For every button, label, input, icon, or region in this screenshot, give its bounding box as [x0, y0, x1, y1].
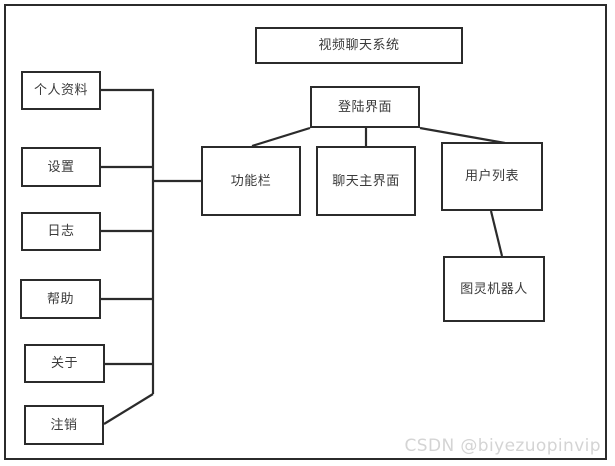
- node-menu-log[interactable]: 日志: [21, 212, 101, 251]
- node-login-label: 登陆界面: [337, 99, 392, 115]
- node-function-bar-label: 功能栏: [230, 173, 272, 189]
- node-menu-about-label: 关于: [50, 356, 78, 371]
- node-menu-logout[interactable]: 注销: [24, 405, 104, 445]
- node-chat-main[interactable]: 聊天主界面: [316, 146, 416, 216]
- node-menu-profile-label: 个人资料: [33, 83, 88, 98]
- node-menu-logout-label: 注销: [50, 417, 78, 433]
- node-menu-about[interactable]: 关于: [24, 344, 105, 383]
- node-login-interface[interactable]: 登陆界面: [310, 86, 420, 128]
- node-title-video-chat-system[interactable]: 视频聊天系统: [255, 27, 463, 64]
- node-menu-help[interactable]: 帮助: [20, 279, 101, 319]
- node-function-bar[interactable]: 功能栏: [201, 146, 301, 216]
- node-menu-settings-label: 设置: [47, 159, 75, 175]
- node-chat-main-label: 聊天主界面: [332, 173, 400, 189]
- node-turing-robot-label: 图灵机器人: [460, 281, 528, 297]
- node-title-label: 视频聊天系统: [318, 38, 400, 53]
- node-user-list[interactable]: 用户列表: [441, 142, 543, 211]
- node-turing-robot[interactable]: 图灵机器人: [443, 256, 545, 322]
- node-menu-help-label: 帮助: [46, 291, 74, 307]
- node-menu-profile[interactable]: 个人资料: [21, 71, 101, 110]
- node-menu-log-label: 日志: [47, 224, 75, 239]
- node-user-list-label: 用户列表: [464, 169, 519, 184]
- node-menu-settings[interactable]: 设置: [21, 147, 101, 187]
- csdn-watermark: CSDN @biyezuopinvip: [404, 436, 601, 456]
